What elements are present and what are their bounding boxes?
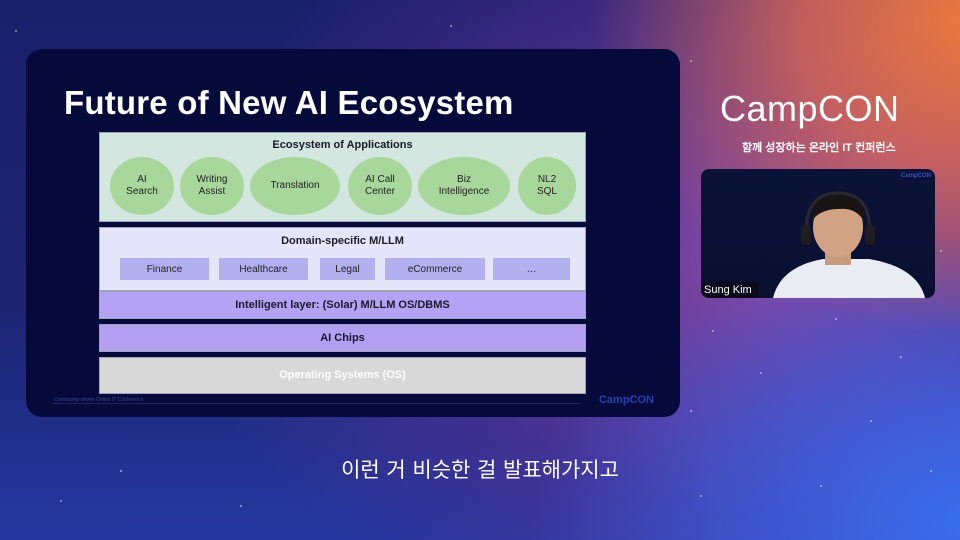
- app-nl2-sql: NL2 SQL: [518, 157, 576, 215]
- domain-ecommerce: eCommerce: [385, 258, 485, 280]
- speaker-video-icon: [773, 191, 925, 298]
- slide-footer-logo: CampCON: [598, 394, 654, 406]
- speaker-name: Sung Kim: [701, 282, 759, 298]
- domain-finance: Finance: [120, 258, 209, 280]
- domain-healthcare: Healthcare: [219, 258, 308, 280]
- webcam-logo: CampCON: [900, 173, 931, 179]
- app-ai-search: AI Search: [110, 157, 174, 215]
- slide-footer-text: Community-driven Online IT Conference: [54, 397, 144, 403]
- domain-legal: Legal: [320, 258, 375, 280]
- app-ai-call-center: AI Call Center: [348, 157, 412, 215]
- domain-layer: Domain-specific M/LLM Finance Healthcare…: [99, 227, 586, 291]
- app-translation: Translation: [250, 157, 340, 215]
- applications-layer: Ecosystem of Applications AI Search Writ…: [99, 132, 586, 222]
- applications-heading: Ecosystem of Applications: [272, 139, 413, 151]
- slide-title: Future of New AI Ecosystem: [64, 84, 514, 121]
- speaker-webcam: CampCON Sung Kim: [701, 169, 935, 298]
- intelligent-layer: Intelligent layer: (Solar) M/LLM OS/DBMS: [99, 291, 586, 319]
- app-biz-intelligence: Biz Intelligence: [418, 157, 510, 215]
- domain-more: …: [493, 258, 570, 280]
- presentation-slide: Future of New AI Ecosystem Ecosystem of …: [26, 49, 680, 417]
- os-layer: Operating Systems (OS): [99, 357, 586, 394]
- ai-chips-layer: AI Chips: [99, 324, 586, 352]
- slide-footer-divider: [52, 403, 580, 404]
- campcon-tagline: 함께 성장하는 온라인 IT 컨퍼런스: [742, 142, 896, 154]
- app-writing-assist: Writing Assist: [180, 157, 244, 215]
- caption-subtitle: 이런 거 비슷한 걸 발표해가지고: [341, 458, 619, 482]
- domain-heading: Domain-specific M/LLM: [281, 235, 404, 247]
- campcon-logo: CampCON: [720, 88, 900, 129]
